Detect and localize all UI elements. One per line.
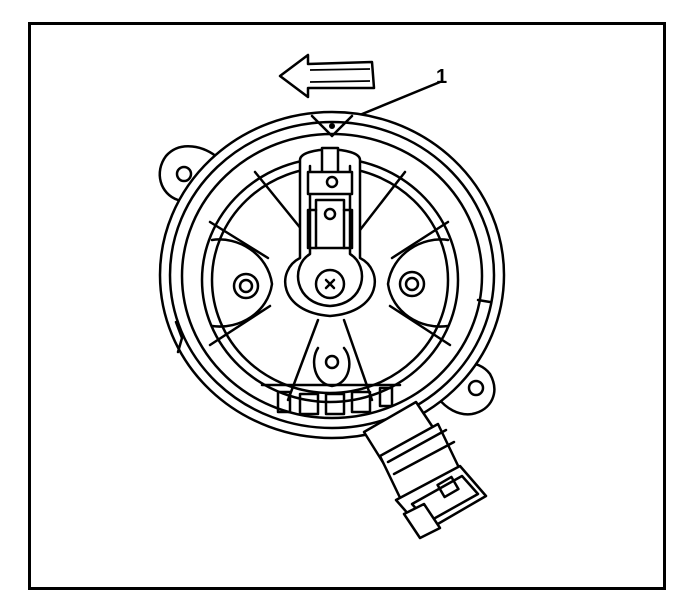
- rotor-arm: [284, 146, 376, 318]
- direction-arrow: [278, 53, 376, 99]
- callout-label: 1: [436, 66, 447, 88]
- ear-hole-right: [467, 379, 485, 397]
- ear-hole-left: [175, 165, 193, 183]
- connector-plug: [362, 400, 488, 540]
